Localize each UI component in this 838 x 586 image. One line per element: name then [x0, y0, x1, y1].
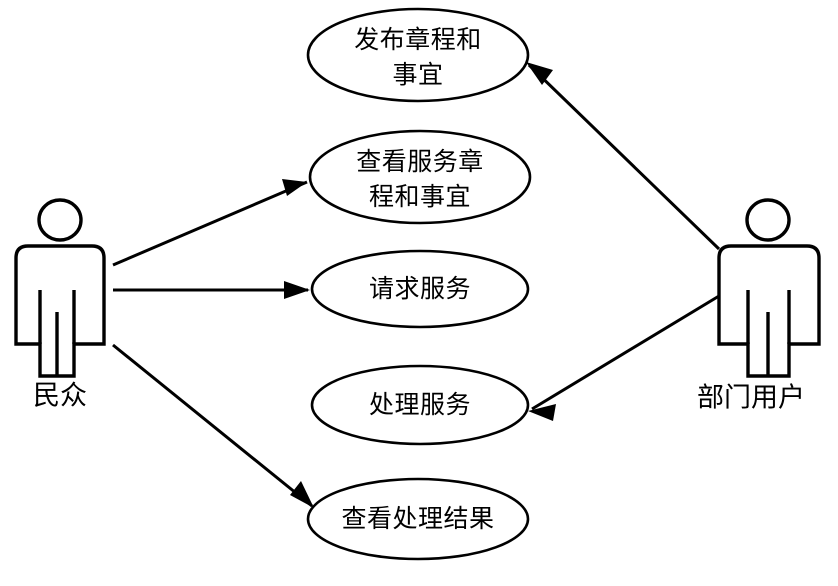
use-case-label-line-1: 请求服务 — [369, 274, 471, 303]
association-group — [112, 62, 721, 508]
association-line — [527, 63, 721, 251]
arrow-head-icon — [290, 481, 314, 508]
arrow-head-icon — [526, 62, 553, 85]
use-case-label-line-1: 发布章程和 — [354, 25, 482, 54]
actor-label: 民众 — [33, 381, 87, 412]
use-case-label-line-2: 程和事宜 — [369, 182, 471, 211]
actor-department-user[interactable]: 部门用户 — [697, 198, 821, 414]
association-department-user-to-process-service[interactable] — [528, 294, 720, 421]
association-citizen-to-view-result[interactable] — [112, 343, 314, 508]
use-case-ellipse — [308, 129, 532, 225]
actor-head-icon — [37, 198, 83, 242]
use-case-ellipse — [310, 249, 530, 329]
use-case-request-service[interactable]: 请求服务 — [310, 249, 530, 329]
use-case-view-result[interactable]: 查看处理结果 — [306, 477, 530, 561]
use-case-group: 发布章程和 事宜 查看服务章 程和事宜 请求服务 处理服务 查看处理结果 — [306, 7, 532, 561]
use-case-label-line-1: 查看服务章 — [356, 147, 484, 176]
use-case-ellipse — [306, 7, 530, 103]
actor-label: 部门用户 — [697, 383, 805, 414]
use-case-process-service[interactable]: 处理服务 — [310, 364, 530, 446]
arrow-head-icon — [284, 281, 310, 299]
use-case-label-line-2: 事宜 — [392, 60, 443, 89]
arrow-head-icon — [528, 404, 556, 421]
association-citizen-to-request-service[interactable] — [113, 281, 310, 299]
use-case-view-service-charter[interactable]: 查看服务章 程和事宜 — [308, 129, 532, 225]
use-case-ellipse — [306, 477, 530, 561]
use-case-label-line-1: 查看处理结果 — [341, 504, 494, 533]
use-case-publish-charter[interactable]: 发布章程和 事宜 — [306, 7, 530, 103]
use-case-label-line-1: 处理服务 — [369, 390, 471, 419]
actor-body-icon — [14, 244, 106, 378]
association-line — [112, 343, 313, 508]
arrow-head-icon — [282, 179, 307, 196]
actor-citizen[interactable]: 民众 — [14, 198, 106, 412]
association-line — [112, 180, 308, 267]
actor-head-icon — [745, 198, 791, 242]
use-case-ellipse — [310, 364, 530, 446]
association-citizen-to-view-service-charter[interactable] — [112, 179, 308, 267]
actor-body-icon — [717, 244, 821, 378]
association-line — [531, 294, 720, 411]
association-department-user-to-publish-charter[interactable] — [526, 62, 721, 251]
